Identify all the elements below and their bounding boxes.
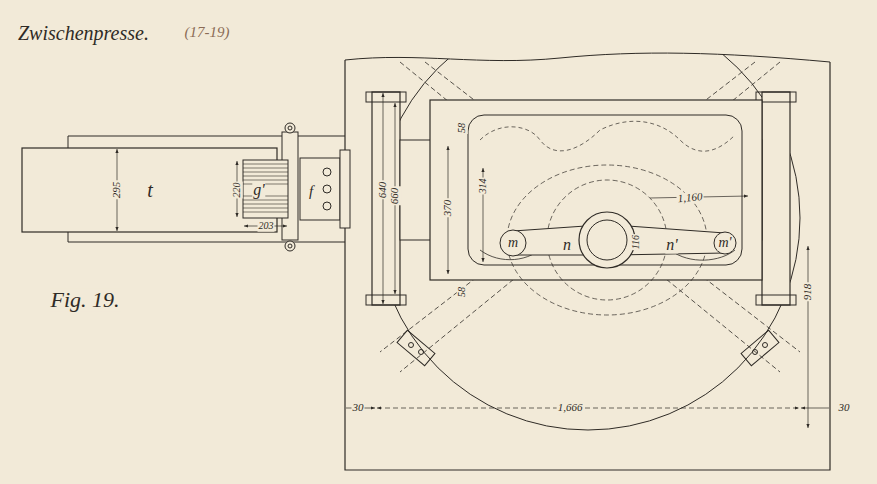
figure-range: (17-19) [184, 25, 231, 41]
dimension: 58 [457, 122, 468, 134]
part-letter: n [562, 237, 572, 254]
dimension: 640 [377, 181, 389, 200]
figure-number: Fig. 19. [49, 288, 120, 311]
dimension: 314 [478, 178, 489, 195]
foot-bracket [397, 330, 779, 365]
dimension: 918 [802, 283, 814, 302]
dimension: 295 [111, 181, 123, 200]
figure-title: Zwischenpresse. [18, 22, 149, 45]
part-letter: n' [665, 237, 678, 254]
diagonal-stays [380, 62, 800, 372]
dimension: 116 [631, 234, 642, 250]
spring [243, 160, 288, 218]
part-letter: f [308, 184, 314, 200]
dimension: 370 [442, 199, 454, 218]
part-letter: m [507, 236, 519, 251]
break-line [345, 53, 830, 62]
part-letter: g' [252, 182, 265, 199]
frame-outline [345, 60, 830, 470]
base-circle [376, 6, 800, 430]
dimension: 30 [838, 402, 851, 414]
rod [22, 148, 277, 232]
dimension: 660 [389, 187, 401, 206]
dimension: 1,666 [557, 402, 584, 414]
dimension: 203 [258, 221, 275, 232]
dimension: 58 [457, 286, 468, 298]
dimension: 30 [352, 402, 365, 414]
dimension: 220 [232, 182, 243, 199]
dimension: 1,160 [676, 191, 704, 205]
part-letter: t [146, 180, 154, 201]
part-letter: m' [717, 236, 732, 251]
